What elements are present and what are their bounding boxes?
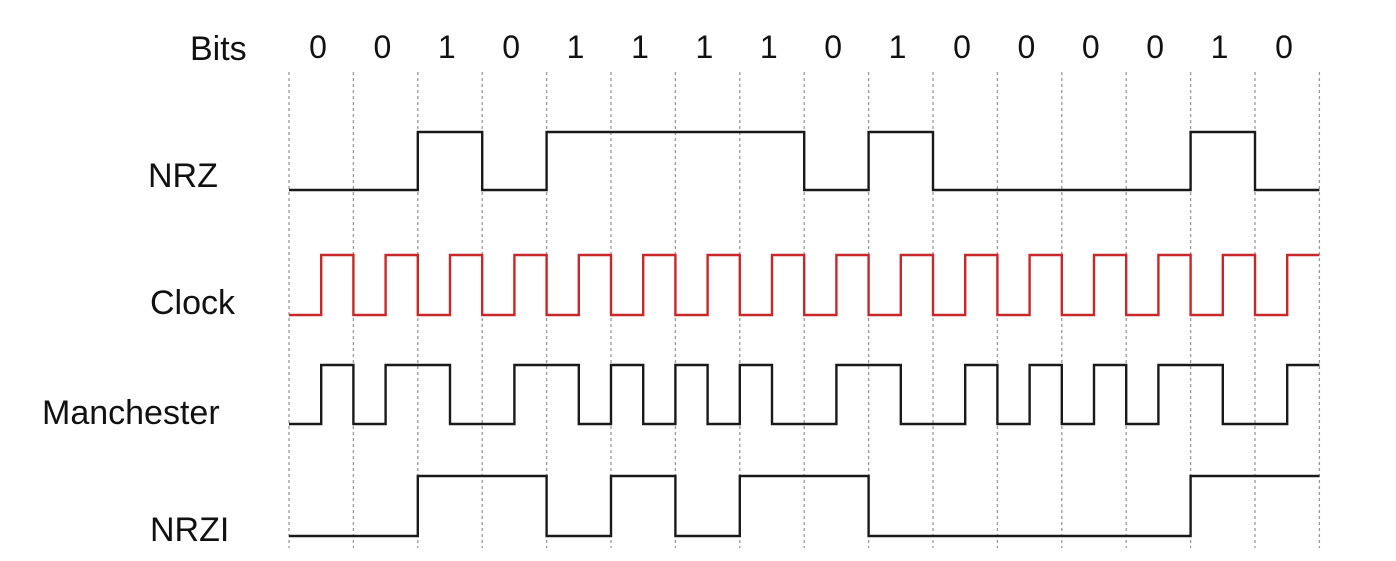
bit-value: 1 (631, 29, 649, 65)
manchester-waveform (289, 363, 1320, 426)
bit-value: 0 (373, 29, 391, 65)
clock-label: Clock (150, 284, 236, 322)
bit-value: 1 (695, 29, 713, 65)
bit-value: 1 (889, 29, 907, 65)
bit-value: 1 (1211, 29, 1229, 65)
bit-value: 0 (1146, 29, 1164, 65)
bit-value: 0 (953, 29, 971, 65)
nrz-waveform (289, 130, 1320, 192)
bit-value: 1 (567, 29, 585, 65)
bit-values-row: 0 0 1 0 1 1 1 1 0 1 0 0 0 0 1 0 (309, 29, 1293, 65)
manchester-label: Manchester (42, 394, 220, 432)
bit-value: 0 (1017, 29, 1035, 65)
bit-value: 0 (824, 29, 842, 65)
bit-value: 0 (1082, 29, 1100, 65)
bit-value: 0 (502, 29, 520, 65)
nrzi-label: NRZI (150, 511, 229, 549)
clock-waveform (289, 253, 1320, 317)
nrz-label: NRZ (148, 157, 218, 195)
bit-value: 0 (309, 29, 327, 65)
nrzi-waveform (289, 474, 1320, 538)
bit-value: 1 (760, 29, 778, 65)
bits-row-label: Bits (190, 30, 247, 68)
bit-value: 0 (1275, 29, 1293, 65)
bit-value: 1 (438, 29, 456, 65)
